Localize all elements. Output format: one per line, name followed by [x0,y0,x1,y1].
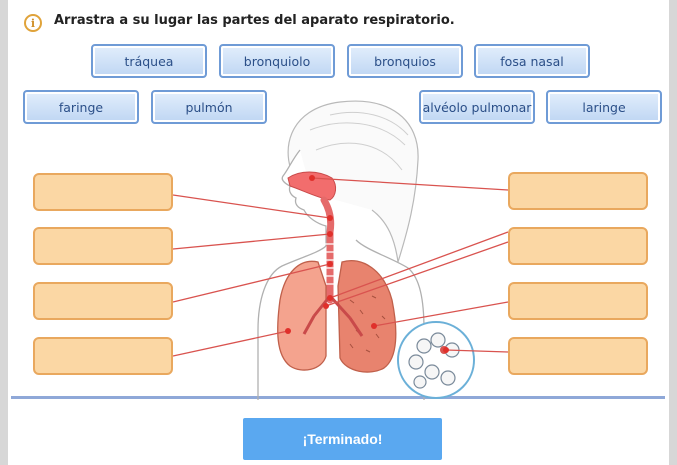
tile-alveolo-pulmonar[interactable]: alvéolo pulmonar [419,90,535,124]
tile-pulmon[interactable]: pulmón [151,90,267,124]
drop-slot-right-1[interactable] [508,172,648,210]
bronchi [302,294,364,337]
hair-outline [287,100,419,263]
tile-laringe[interactable]: laringe [546,90,662,124]
right-frame-bar [669,0,677,465]
tile-bronquios[interactable]: bronquios [347,44,463,78]
drop-slot-left-1[interactable] [33,173,173,211]
drop-slot-right-3[interactable] [508,282,648,320]
tile-bronquiolo[interactable]: bronquiolo [219,44,335,78]
drop-slot-left-3[interactable] [33,282,173,320]
left-frame-bar [0,0,8,465]
drop-slot-left-2[interactable] [33,227,173,265]
body-outline [257,239,425,400]
finished-button[interactable]: ¡Terminado! [243,418,442,460]
tile-traquea[interactable]: tráquea [91,44,207,78]
right-lung [337,260,397,373]
trachea-rings [325,243,335,285]
left-lung [277,260,327,371]
tile-faringe[interactable]: faringe [23,90,139,124]
instruction-text: Arrastra a su lugar las partes del apara… [54,13,455,28]
leader-lines [172,177,509,357]
target-dots [285,175,449,353]
info-icon: i [24,14,42,32]
drop-slot-right-4[interactable] [508,337,648,375]
tile-fosa-nasal[interactable]: fosa nasal [474,44,590,78]
drop-slot-right-2[interactable] [508,227,648,265]
drop-slot-left-4[interactable] [33,337,173,375]
hair-strands [309,111,409,171]
